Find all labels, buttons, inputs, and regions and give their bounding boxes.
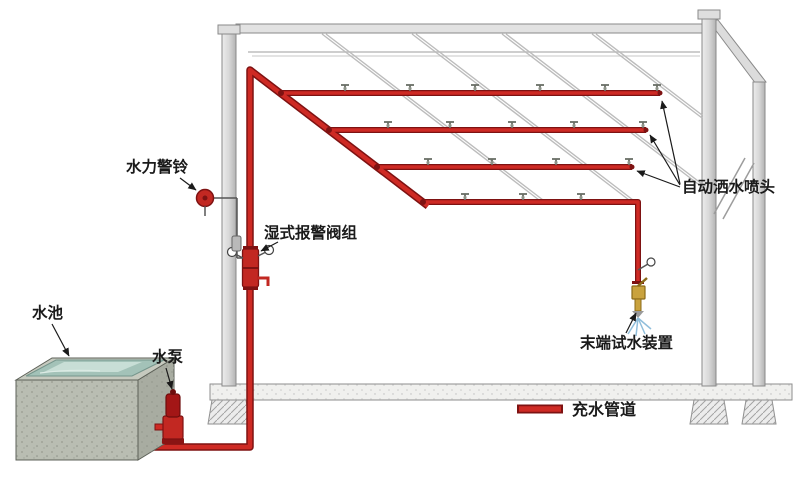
label-sprinkler-heads: 自动洒水喷头 <box>682 177 776 196</box>
back-column <box>752 81 766 387</box>
alarm-bell <box>195 188 243 259</box>
label-water-tank: 水池 <box>32 303 64 322</box>
pressure-gauge <box>646 257 656 267</box>
water-tank <box>14 357 176 461</box>
legend-label-water-filled-pipe: 充水管道 <box>572 400 636 419</box>
column-footing <box>207 399 251 425</box>
label-water-pump: 水泵 <box>152 347 184 366</box>
retard-chamber <box>231 235 242 252</box>
end-test-device <box>627 257 656 337</box>
water-pump <box>154 389 184 444</box>
label-end-test-device: 末端试水装置 <box>580 333 673 352</box>
wall-brace <box>713 157 746 215</box>
left-column <box>221 32 237 387</box>
ceiling-joists <box>321 33 703 201</box>
top-beam <box>235 23 705 34</box>
right-column <box>701 17 717 387</box>
column-footing <box>689 399 729 425</box>
branch-pipe-with-drop <box>423 200 640 283</box>
column-footing <box>741 399 777 425</box>
annotations: 水力警铃 湿式报警阀组 自动洒水喷头 末端试水装置 水池 水泵 <box>32 100 776 390</box>
test-valve <box>631 285 646 300</box>
building-structure <box>217 9 767 387</box>
pump-motor <box>165 393 181 418</box>
floor-slab <box>207 383 793 425</box>
label-wet-alarm-valve: 湿式报警阀组 <box>263 223 358 242</box>
water-spray <box>627 317 652 337</box>
roof-edge-beam <box>707 19 767 85</box>
wall-brace <box>722 162 755 220</box>
label-alarm-bell: 水力警铃 <box>126 157 189 176</box>
legend: 充水管道 <box>517 400 636 419</box>
pump-casing <box>162 415 184 440</box>
